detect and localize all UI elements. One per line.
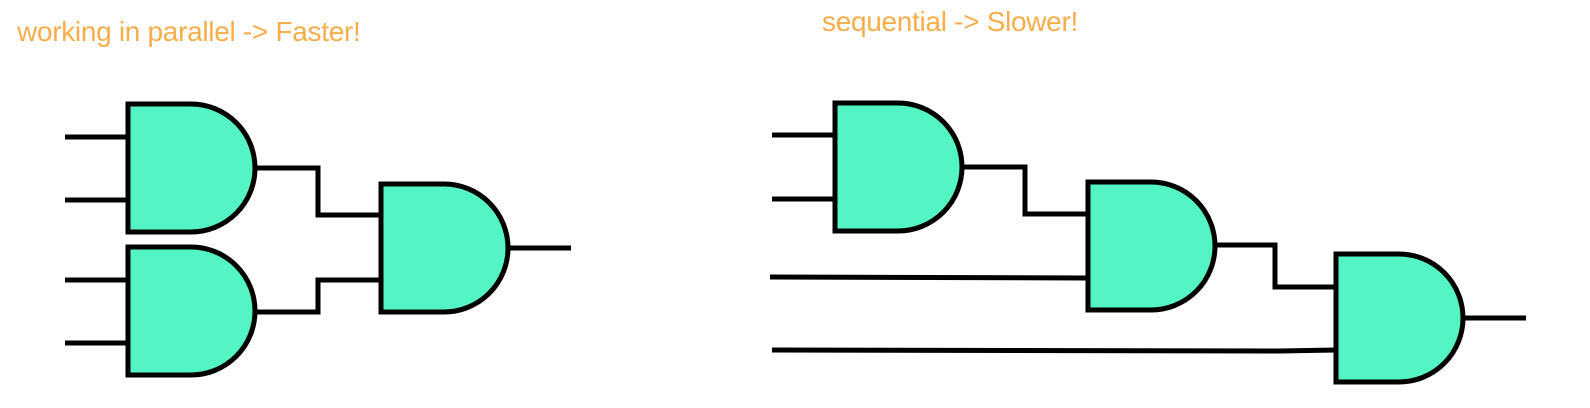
connection-wire <box>963 164 1088 217</box>
parallel-circuit <box>65 101 571 378</box>
connection-wire <box>256 165 381 218</box>
and-gate-icon <box>1085 179 1218 313</box>
parallel-input-wires <box>65 134 128 346</box>
input-wire <box>769 274 1089 281</box>
caption-parallel: working in parallel -> Faster! <box>17 16 361 47</box>
and-gate-icon <box>125 244 258 378</box>
and-gate-icon <box>125 101 258 235</box>
and-gate-icon <box>832 100 965 234</box>
and-gate-icon <box>378 181 511 315</box>
sequential-input-wires <box>769 132 1337 354</box>
connection-wire <box>256 277 381 315</box>
connection-wire <box>1216 242 1336 290</box>
sequential-circuit <box>769 100 1526 385</box>
caption-sequential: sequential -> Slower! <box>822 6 1078 37</box>
input-wire <box>771 347 1337 354</box>
and-gate-icon <box>1333 251 1466 385</box>
